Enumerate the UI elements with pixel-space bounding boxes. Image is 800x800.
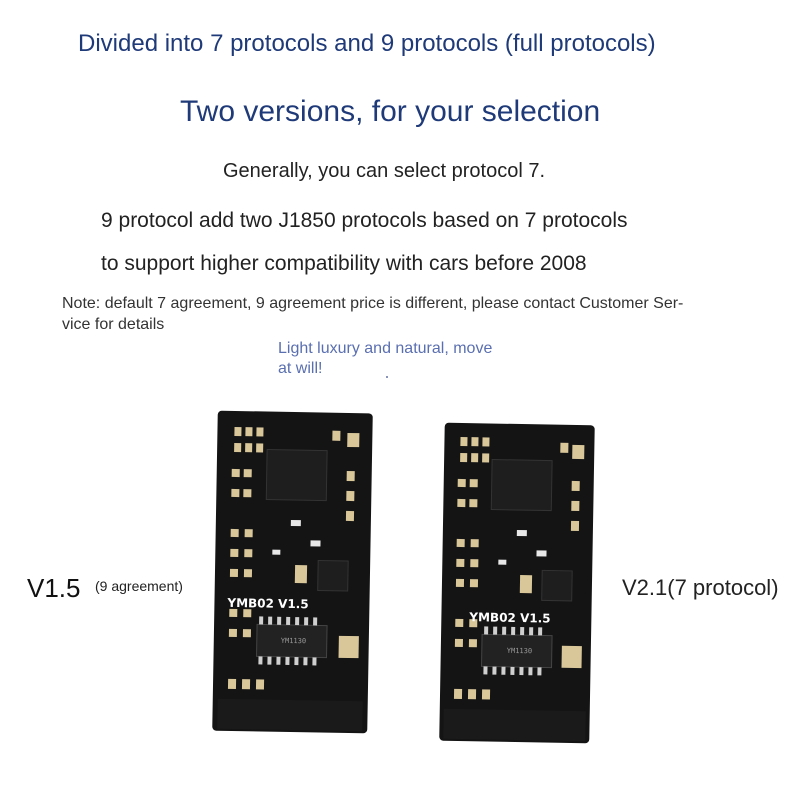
silkscreen-label: YMB02 V1.5 [226,596,308,611]
chip-marking: YM1130 [507,647,532,655]
slogan-line-2: at will! [278,360,323,377]
headline: Divided into 7 protocols and 9 protocols… [78,30,656,57]
chip-marking: YM1130 [281,637,306,645]
body-line-2: 9 protocol add two J1850 protocols based… [101,209,628,232]
pcb-board-v21: YM1130 YMB02 V1.5 [439,422,595,744]
silkscreen-label: YMB02 V1.5 [468,610,550,625]
version-label-left: V1.5 [27,573,81,603]
decorative-dot [386,376,388,378]
version-sublabel-left: (9 agreement) [95,578,183,594]
body-line-1: Generally, you can select protocol 7. [223,160,546,182]
pcb-board-v15: YM1130 YMB02 V1.5 [212,410,373,734]
note-line-1: Note: default 7 agreement, 9 agreement p… [62,295,684,312]
body-line-3: to support higher compatibility with car… [101,252,587,275]
slogan-line-1: Light luxury and natural, move [278,340,493,357]
version-label-right: V2.1(7 protocol) [622,575,779,600]
subheadline: Two versions, for your selection [180,95,601,128]
note-line-2: vice for details [62,316,165,333]
